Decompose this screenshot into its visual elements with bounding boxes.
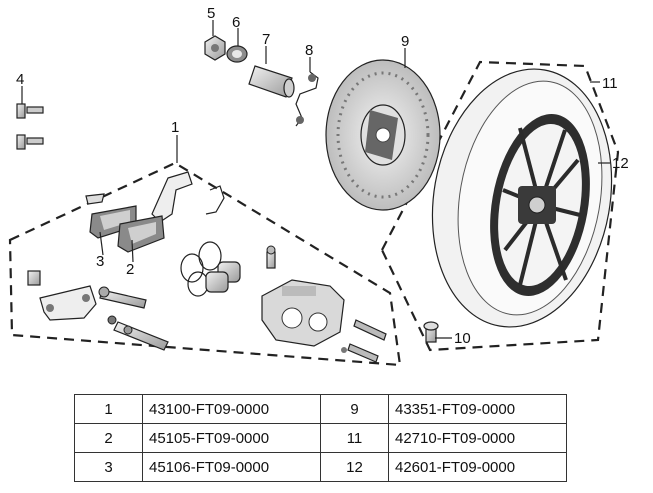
ref-number: 2 (74, 423, 143, 453)
part-8-bracket (295, 71, 319, 127)
part-number: 42710-FT09-0000 (388, 423, 567, 453)
bleeder-screw (266, 245, 276, 269)
parts-table: 1 43100-FT09-0000 9 43351-FT09-0000 2 45… (74, 394, 567, 482)
part-6-collar (226, 45, 248, 63)
ref-number: 12 (320, 452, 389, 482)
slide-pin-upper (27, 270, 147, 309)
leader-lines (21, 20, 610, 339)
caliper-bracket (39, 285, 97, 321)
part-5-nut (204, 35, 226, 61)
caliper-pins-right (341, 319, 387, 363)
caliper-assembly-outline (8, 161, 402, 367)
part-number: 42601-FT09-0000 (388, 452, 567, 482)
callout-8: 8 (305, 42, 313, 59)
part-7-spacer (248, 65, 295, 98)
callout-4: 4 (16, 71, 24, 88)
caliper-body (261, 279, 345, 347)
table-row: 3 45106-FT09-0000 12 42601-FT09-0000 (74, 452, 567, 482)
part-2-brake-pad (117, 215, 165, 253)
callout-12: 12 (612, 155, 629, 172)
callout-6: 6 (232, 14, 240, 31)
callout-9: 9 (401, 33, 409, 50)
part-number: 43100-FT09-0000 (142, 394, 321, 424)
part-number: 45106-FT09-0000 (142, 452, 321, 482)
ref-number: 1 (74, 394, 143, 424)
part-12-rim (490, 114, 590, 296)
part-number: 43351-FT09-0000 (388, 394, 567, 424)
pistons (205, 261, 241, 293)
callout-2: 2 (126, 261, 134, 278)
exploded-parts-diagram: 1 2 3 4 5 6 7 8 9 10 11 12 (8, 5, 629, 367)
part-3-brake-pad (85, 193, 137, 239)
part-number: 45105-FT09-0000 (142, 423, 321, 453)
callout-11: 11 (602, 75, 618, 92)
table-row: 2 45105-FT09-0000 11 42710-FT09-0000 (74, 423, 567, 453)
ref-number: 3 (74, 452, 143, 482)
callout-10: 10 (454, 330, 471, 347)
table-row: 1 43100-FT09-0000 9 43351-FT09-0000 (74, 394, 567, 424)
ref-number: 9 (320, 394, 389, 424)
part-10-valve (423, 321, 439, 343)
part-1-seal-plate (151, 171, 193, 223)
pad-spring (205, 185, 225, 215)
callout-3: 3 (96, 253, 104, 270)
part-4-bolts (16, 103, 44, 150)
callout-5: 5 (207, 5, 215, 22)
part-9-brake-disc (325, 59, 441, 211)
wheel-assembly-outline (380, 60, 620, 352)
ref-number: 11 (320, 423, 389, 453)
callout-1: 1 (171, 119, 179, 136)
callout-7: 7 (262, 31, 270, 48)
slide-pin-lower (107, 315, 169, 351)
